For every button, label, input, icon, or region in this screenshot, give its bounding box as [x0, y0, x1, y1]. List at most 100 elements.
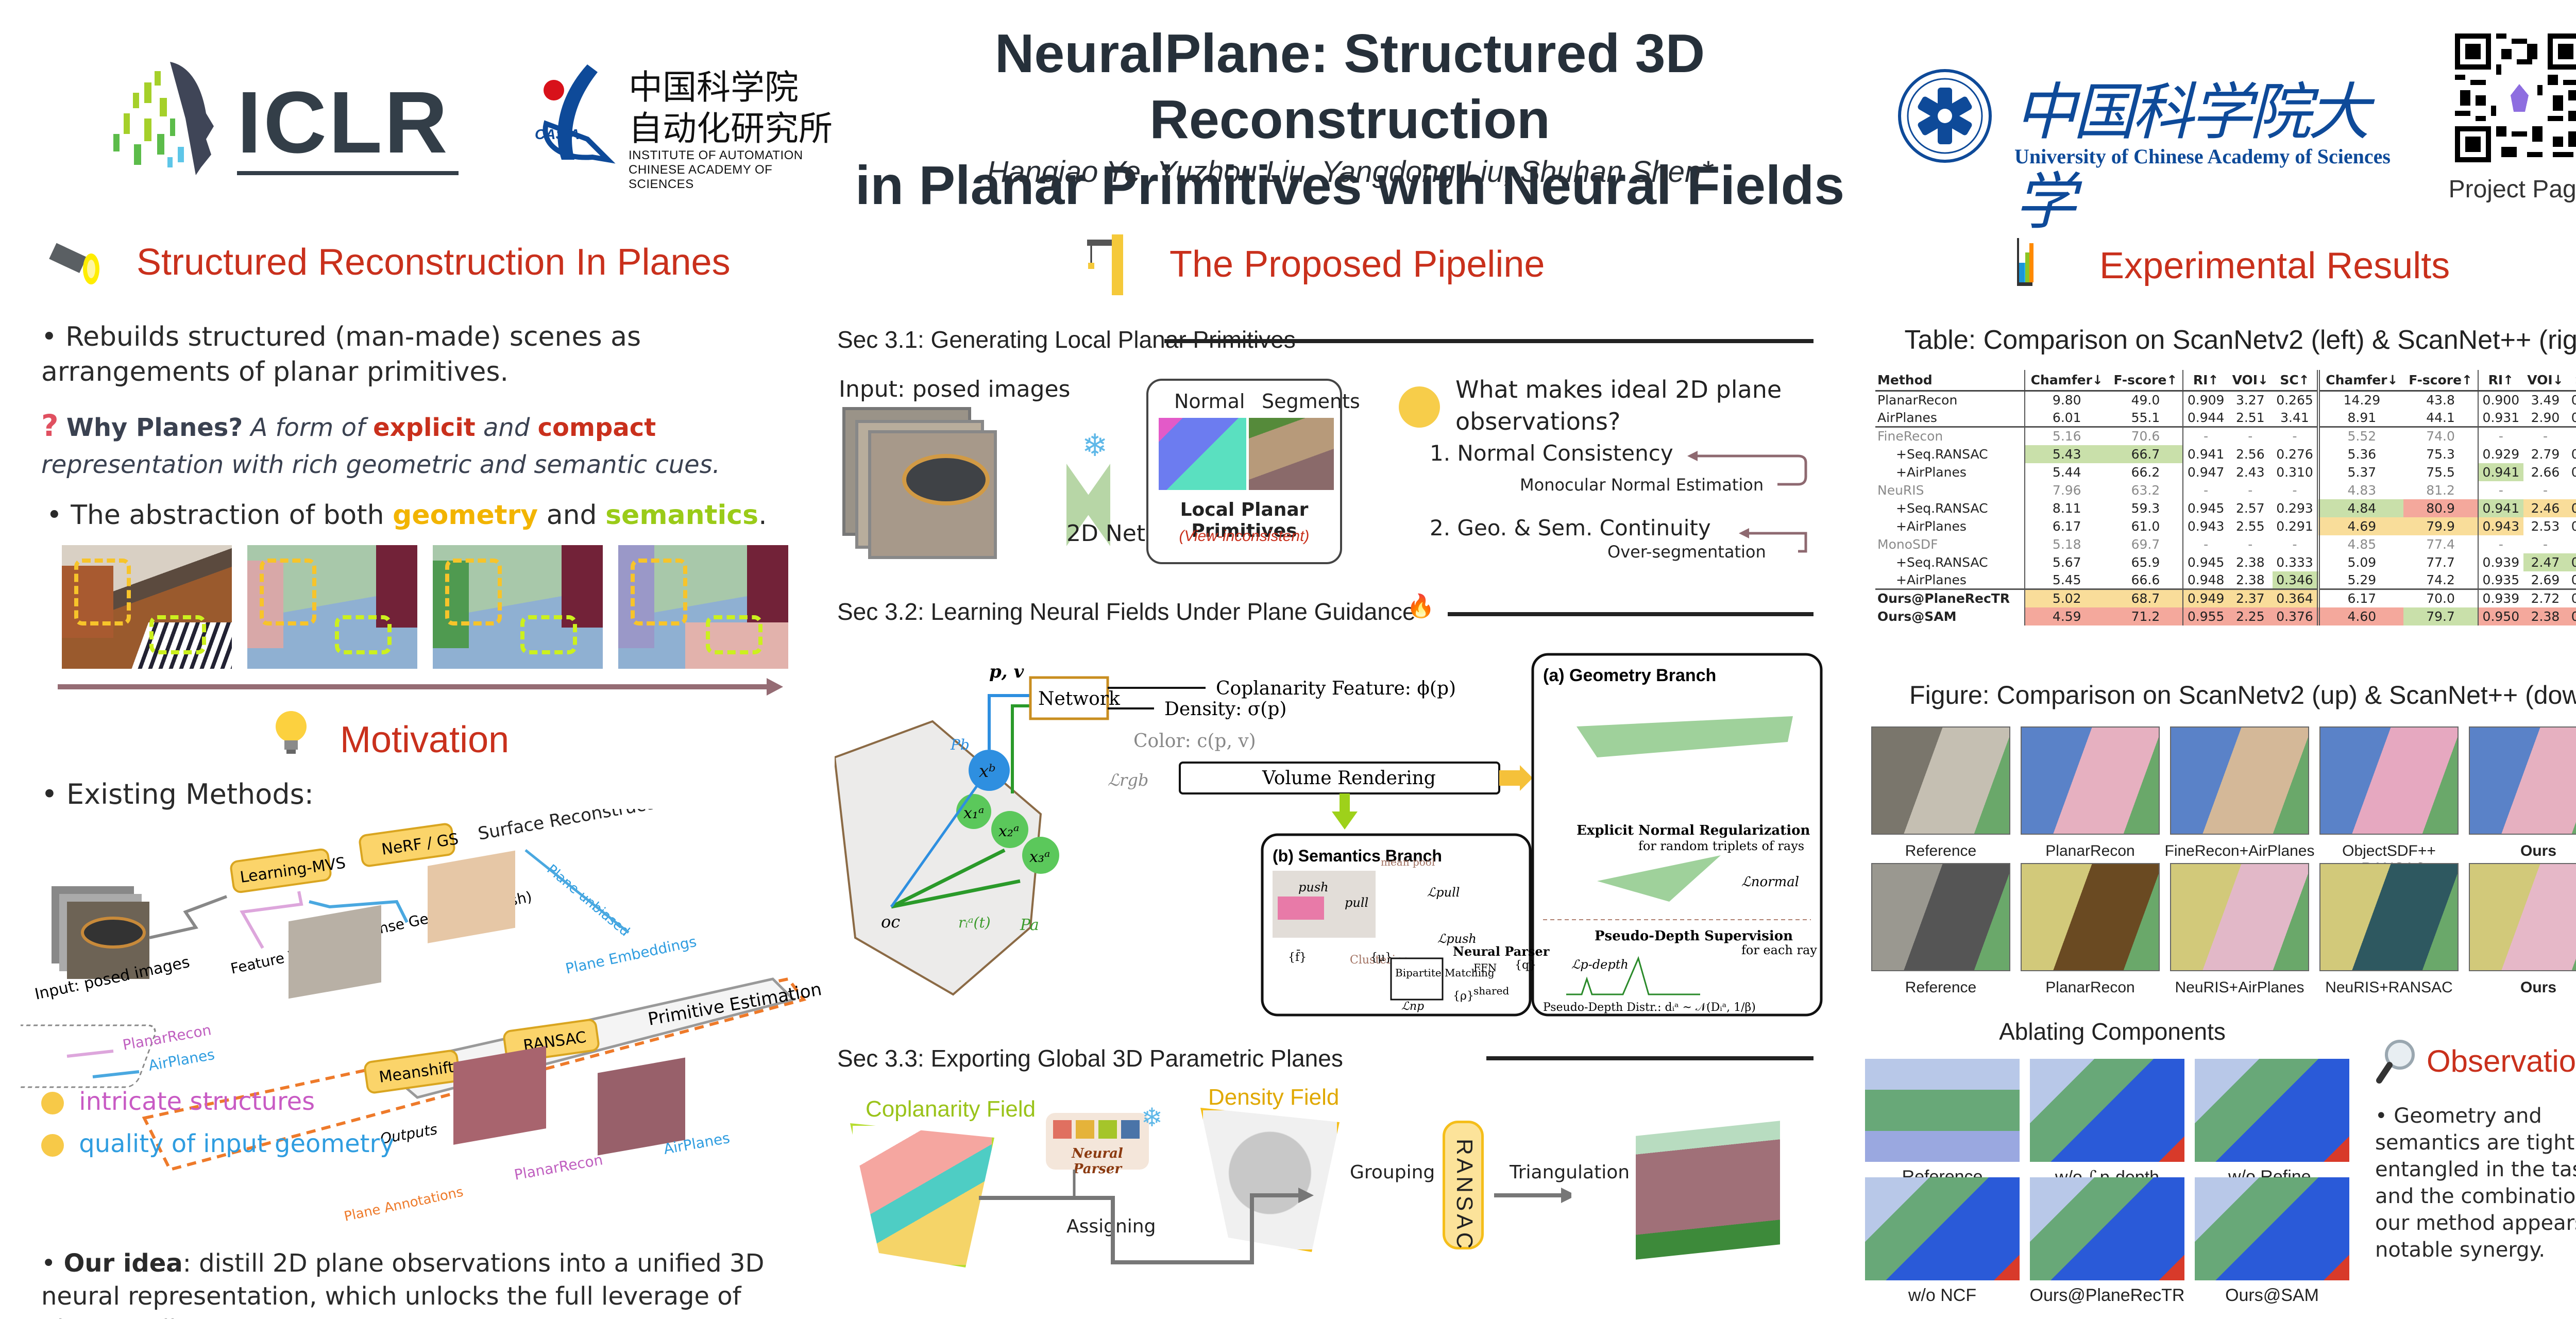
rug-plane-shape — [685, 622, 788, 669]
table-value-cell: 69.7 — [2131, 536, 2160, 552]
l-push-label: ℒpush — [1437, 932, 1477, 946]
table-value-cell: 0.356 — [2567, 607, 2576, 625]
table-value-cell: 3.27 — [2235, 393, 2265, 408]
table-value-cell: 0.950 — [2477, 607, 2523, 625]
table-value-cell: 77.4 — [2426, 536, 2455, 552]
table-value-cell: 5.44 — [2024, 463, 2109, 481]
l-pdepth-label: ℒp-depth — [1571, 957, 1629, 972]
casia-cn-line2: 自动化研究所 — [629, 109, 833, 148]
ablation-caption: Ours@SAM — [2225, 1286, 2319, 1305]
ucas-logo: 中国科学院大学 University of Chinese Academy of… — [1896, 62, 2421, 238]
table-value-cell: 5.36 — [2317, 445, 2404, 463]
table-value-cell: 2.69 — [2531, 572, 2560, 587]
table-value-cell: 0.929 — [2477, 445, 2523, 463]
semantics-box — [335, 615, 392, 654]
comparison-caption: FineRecon+AirPlanes — [2164, 842, 2315, 859]
table-value-cell: 75.5 — [2426, 464, 2455, 480]
plane-pa-shape — [1577, 716, 1793, 757]
table-value-cell: - — [2523, 426, 2568, 445]
set-rho-label: {ρ} — [1453, 990, 1474, 1003]
ransac-label: RANSAC — [1452, 1139, 1477, 1252]
geometry-branch-title: (a) Geometry Branch — [1543, 666, 1716, 685]
table-value-cell: 0.287 — [2571, 518, 2576, 534]
nerf-gs-box — [359, 823, 455, 867]
comparison-caption: Reference — [1905, 979, 1977, 996]
table-value-cell: - — [2292, 482, 2297, 498]
table-value-cell: 0.376 — [2272, 607, 2319, 625]
frozen-snowflake-icon: ❄ — [1141, 1103, 1163, 1132]
qr-code[interactable] — [2455, 33, 2576, 162]
table-value-cell: 0.945 — [2182, 499, 2229, 517]
table-value-cell: 71.2 — [2108, 607, 2183, 625]
why-text-2: and — [475, 413, 538, 442]
table-method-cell: +Seq.RANSAC — [1896, 554, 1988, 570]
table-value-cell: - — [2567, 426, 2576, 445]
comparison-image — [1871, 863, 2010, 971]
table-value-cell: 0.949 — [2182, 588, 2229, 607]
table-method-cell: Ours@PlaneRecTR — [1875, 588, 2025, 607]
table-value-cell: 5.37 — [2317, 463, 2404, 481]
table-value-cell: 6.17 — [2024, 517, 2109, 535]
neural-parser-box[interactable]: Neural Parser — [1046, 1113, 1149, 1177]
net-label: 2D Net — [1066, 520, 1146, 547]
project-page-label[interactable]: Project Page — [2448, 176, 2576, 203]
ablation-title: Ablating Components — [1999, 1018, 2226, 1045]
table-value-cell: 2.38 — [2235, 554, 2265, 570]
table-value-cell: 8.11 — [2024, 499, 2109, 517]
surface-reconstruction-label: Surface Reconstruction — [477, 809, 681, 844]
sec32-title: Sec 3.2: Learning Neural Fields Under Pl… — [837, 598, 1416, 625]
table-value-cell: 0.943 — [2477, 517, 2523, 535]
table-value-cell: - — [2248, 536, 2253, 552]
table-value-cell: 5.43 — [2024, 445, 2109, 463]
issue-intricate: intricate structures — [41, 1087, 315, 1116]
table-value-cell: 0.935 — [2477, 571, 2523, 589]
title-line1: NeuralPlane: Structured 3D Reconstructio… — [994, 23, 1705, 150]
table-value-cell: 5.09 — [2317, 553, 2404, 571]
table-value-cell: 74.2 — [2426, 572, 2455, 587]
comparison-image — [2170, 863, 2309, 971]
table-value-cell: 75.3 — [2426, 446, 2455, 462]
table-value-cell: 2.53 — [2531, 518, 2560, 534]
query-slot-green — [1098, 1120, 1117, 1139]
existing-methods-label: • Existing Methods: — [41, 778, 314, 810]
why-text-1: A form of — [243, 413, 374, 442]
table-value-cell: 2.47 — [2523, 553, 2568, 571]
plane-annotations-label: Plane Annotations — [343, 1184, 465, 1221]
table-method-cell: MonoSDF — [1877, 536, 1938, 552]
segments-label: Segments — [1262, 390, 1360, 413]
ablation-image — [2030, 1059, 2184, 1162]
x3-point — [1022, 837, 1059, 874]
worried-face-icon — [41, 1092, 64, 1114]
lightbulb-icon — [276, 711, 307, 754]
continuity-item: 2. Geo. & Sem. Continuity — [1430, 515, 1711, 540]
chair-shape — [433, 561, 469, 648]
table-value-cell: 0.265 — [2276, 393, 2313, 408]
issue-quality: quality of input geometry — [41, 1129, 395, 1158]
table-header-cell: VOI↓ — [2228, 370, 2273, 392]
why-text-3: representation with rich geometric and s… — [41, 450, 720, 479]
table-value-cell: 14.29 — [2317, 391, 2404, 409]
local-primitives-box: Normal Segments Local Planar Primitives … — [1146, 379, 1360, 564]
table-value-cell: 66.7 — [2108, 445, 2183, 463]
table-value-cell: - — [2567, 481, 2576, 499]
semantics-word: semantics — [605, 500, 759, 531]
svg-text:CASIA: CASIA — [535, 126, 580, 142]
table-value-cell: 79.7 — [2403, 607, 2478, 625]
table-value-cell: 0.900 — [2477, 391, 2523, 409]
sec31-input-label: Input: posed images — [839, 376, 1071, 402]
input-image-stack — [842, 407, 1059, 562]
ablation-image — [2195, 1059, 2349, 1162]
table-value-cell: 0.264 — [2571, 572, 2576, 587]
table-value-cell: - — [2272, 426, 2319, 445]
neural-fields-diagram: xᵇ Pb x₁ᵃ x₂ᵃ x₃ᵃ Pa oc rᵢᵃ(t) p, v Netw… — [835, 653, 1823, 1017]
table-value-cell: 2.25 — [2228, 607, 2273, 625]
table-header-cell: RI↑ — [2182, 370, 2229, 392]
bullet-abstraction: • The abstraction of both geometry and s… — [46, 500, 809, 531]
table-value-cell: 2.55 — [2235, 518, 2265, 534]
normal-consistency-item: 1. Normal Consistency — [1430, 441, 1673, 466]
table-value-cell: 55.1 — [2131, 410, 2160, 425]
